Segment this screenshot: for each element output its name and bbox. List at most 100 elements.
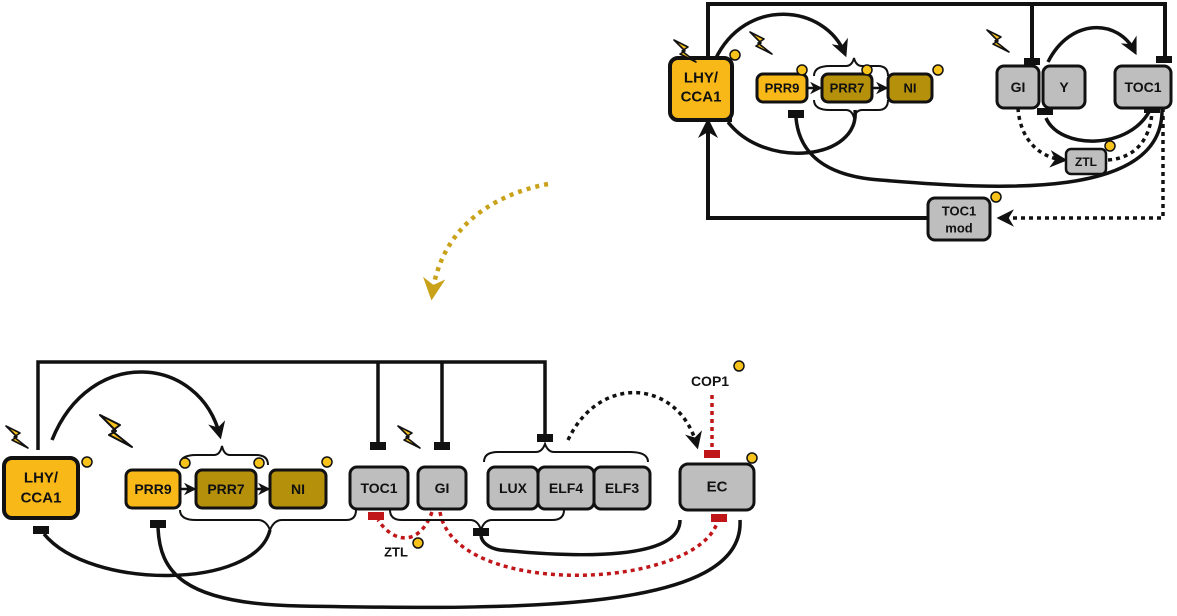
clock-marker-icon (729, 49, 741, 61)
ext-node-elf3: ELF3 (592, 465, 652, 511)
simple-node-ni: NI (886, 72, 934, 104)
simple-gi-to-toc1 (1046, 26, 1137, 63)
ext-toc1-red-bar (368, 512, 384, 520)
ext-lhy-bar (33, 526, 49, 534)
light-input-icon (986, 29, 1010, 53)
ext-lhy-label-1: LHY/ (24, 470, 59, 487)
simple-node-toc1-mod: TOC1 mod (926, 196, 992, 242)
clock-marker-icon (990, 191, 1002, 203)
simple-node-toc1: TOC1 (1113, 64, 1173, 110)
ext-ec-to-tocgi (479, 519, 682, 557)
simple-y-bar (1037, 108, 1053, 115)
ext-gi-label: GI (435, 480, 450, 496)
simple-node-prr7: PRR7 (820, 72, 874, 104)
ext-ni-label: NI (291, 481, 305, 497)
simple-gi-to-ztl (1016, 107, 1068, 168)
clock-marker-icon (861, 64, 873, 76)
simple-arrow-lhy-prr (713, 12, 848, 61)
simple-toc1-mod-label-1: TOC1 (942, 204, 976, 219)
simple-lhy-label-2: CCA1 (681, 89, 722, 106)
simple-node-prr9: PRR9 (755, 72, 809, 104)
ext-node-ec: EC (678, 462, 756, 512)
light-input-icon (99, 414, 133, 448)
ext-lux-label: LUX (499, 480, 528, 496)
ext-toc1-label: TOC1 (360, 480, 397, 496)
simple-prr7-label: PRR7 (830, 81, 865, 96)
ext-elf3-label: ELF3 (605, 480, 639, 496)
ext-cop1-label: COP1 (691, 373, 729, 389)
simple-gi-bar (1024, 58, 1040, 65)
simple-node-gi: GI (995, 64, 1041, 110)
ext-node-prr7: PRR7 (194, 468, 258, 510)
simple-node-y: Y (1041, 64, 1087, 110)
simple-lhy-label-1: LHY/ (684, 70, 719, 87)
simple-prr-to-lhy (726, 109, 857, 155)
ext-node-lux: LUX (486, 465, 540, 511)
ext-gi-to-ec-red (438, 511, 720, 577)
clock-marker-icon (179, 457, 191, 469)
ext-prr9-bar (150, 520, 166, 528)
simple-frame-top (706, 2, 1167, 62)
transition-arrow-icon (423, 181, 549, 301)
ext-node-elf4: ELF4 (536, 465, 596, 511)
ext-arrow-lhy-prr (50, 370, 226, 441)
simple-gi-label: GI (1011, 79, 1026, 95)
clock-marker-icon (746, 452, 758, 464)
ext-toc1-bar (370, 442, 386, 450)
ext-node-prr9: PRR9 (124, 468, 182, 510)
ext-prrtoc1-brace-bottom (179, 509, 357, 533)
light-input-icon (749, 31, 773, 55)
simple-ztl-to-toc1 (1107, 111, 1154, 162)
ext-prr9-label: PRR9 (134, 481, 172, 497)
ext-node-lhy-cca1: LHY/ CCA1 (2, 456, 80, 520)
ext-gi-bar (434, 442, 450, 450)
ext-prr-brace-top (179, 445, 269, 466)
simple-mod-to-lhy (698, 118, 928, 220)
ext-ec-group-bar (537, 434, 553, 442)
simple-node-ztl: ZTL (1064, 147, 1108, 176)
ext-ec-top-red-bar (704, 450, 720, 458)
clock-marker-icon (81, 456, 93, 468)
clock-marker-icon (733, 360, 745, 372)
simple-ztl-label: ZTL (1075, 155, 1097, 169)
simple-node-lhy-cca1: LHY/ CCA1 (668, 56, 734, 122)
simple-toc1-to-prr9 (794, 107, 1164, 188)
clock-marker-icon (412, 537, 424, 549)
ext-elf4-label: ELF4 (549, 480, 583, 496)
simple-prr-brace-bottom (813, 99, 889, 119)
light-input-icon (5, 425, 29, 449)
light-input-icon (397, 425, 421, 449)
simple-toc1-mod-label-2: mod (945, 221, 973, 236)
simple-toc1-bar (1156, 56, 1172, 63)
simple-prr-brace-top (813, 57, 889, 77)
simple-ni-label: NI (904, 81, 917, 96)
ext-prr7-label: PRR7 (207, 481, 245, 497)
ext-node-ni: NI (268, 468, 328, 510)
ext-ztl-to-toc1-red (376, 511, 434, 540)
ext-ec-to-prr9 (156, 519, 742, 610)
ext-ztl-label: ZTL (384, 545, 408, 560)
ext-lhy-label-2: CCA1 (21, 490, 62, 507)
ext-prrtoc1-to-lhy (42, 529, 272, 578)
ext-tocgi-brace-bottom (389, 509, 565, 534)
clock-marker-icon (1104, 140, 1116, 152)
ext-elf-to-ec (566, 390, 702, 450)
ext-elf-brace-top (483, 441, 649, 463)
simple-toc1-to-y (1044, 109, 1152, 143)
ext-ec-label: EC (707, 479, 728, 496)
simple-prr9-label: PRR9 (765, 81, 800, 96)
simple-model: LHY/ CCA1 PRR9 PRR7 NI GI Y (668, 2, 1173, 242)
simple-toc1-to-mod (996, 108, 1165, 227)
simple-prr9-bar (788, 110, 804, 118)
ext-node-gi: GI (416, 465, 468, 511)
clock-marker-icon (796, 64, 808, 76)
simple-toc1-label: TOC1 (1124, 79, 1161, 95)
simple-y-label: Y (1059, 79, 1069, 95)
ext-node-toc1: TOC1 (348, 465, 410, 511)
ext-ec-red-bar (711, 514, 727, 522)
clock-marker-icon (253, 457, 265, 469)
ext-frame-top (36, 360, 547, 450)
clock-marker-icon (932, 64, 944, 76)
extended-model: LHY/ CCA1 PRR9 PRR7 NI TOC1 GI (2, 360, 758, 610)
